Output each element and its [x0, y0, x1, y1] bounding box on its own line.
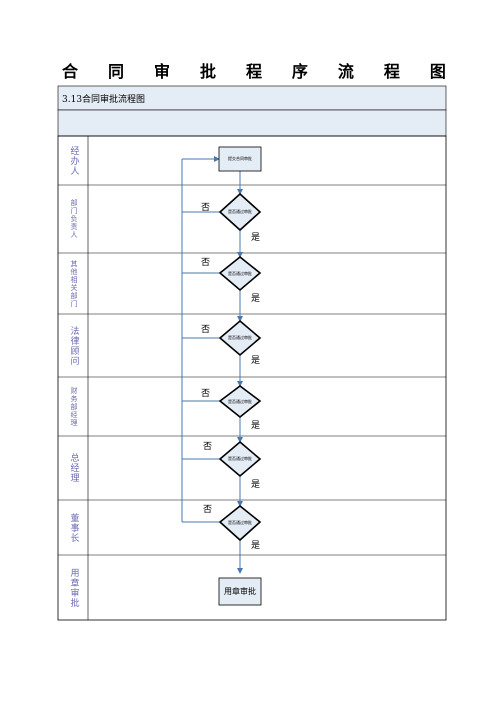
title-char: 序 [291, 62, 308, 81]
table-header [57, 85, 447, 111]
decision-label: 是否通过审批 [228, 520, 252, 525]
start-node-label: 提交合同审批 [228, 156, 252, 161]
table-subheader [57, 109, 447, 137]
lane-label: 法律顾问 [68, 325, 79, 366]
end-node [218, 577, 262, 606]
decision-node [218, 440, 262, 478]
no-label: 否 [203, 442, 213, 452]
lane-label: 总经理 [68, 453, 79, 483]
lane-label: 财务部经理 [70, 386, 78, 427]
title-char: 图 [429, 62, 446, 81]
yes-label: 是 [251, 356, 261, 366]
title-char: 程 [383, 62, 400, 81]
title-char: 流 [337, 62, 354, 81]
decision-node [218, 319, 262, 357]
decision-node [218, 192, 262, 232]
lane-label: 部门负责人 [70, 199, 78, 239]
title-char: 程 [245, 62, 262, 81]
no-label: 否 [201, 258, 211, 268]
yes-label: 是 [251, 233, 261, 243]
no-label: 否 [201, 325, 211, 335]
title-char: 审 [153, 62, 170, 81]
decision-label: 是否通过审批 [228, 398, 252, 404]
lane-label: 用章审批 [68, 567, 79, 608]
yes-label: 是 [251, 541, 261, 551]
decision-label: 是否通过审批 [228, 209, 252, 214]
title-char: 合 [62, 62, 79, 81]
decision-label: 是否通过审批 [228, 335, 252, 340]
decision-node [218, 504, 262, 542]
title-char: 批 [199, 62, 216, 81]
page-title: 合 同 审 批 程 序 流 程 图 [62, 58, 446, 81]
title-char: 同 [107, 62, 124, 81]
no-label: 否 [201, 203, 211, 213]
decision-label: 是否通过审批 [228, 456, 252, 461]
start-node [218, 146, 262, 172]
yes-label: 是 [251, 421, 261, 431]
lane-label: 董事长 [68, 512, 79, 543]
decision-node [218, 255, 262, 292]
table-subtitle: 3.13合同审批流程图 [62, 95, 146, 105]
yes-label: 是 [251, 294, 261, 304]
decision-label: 是否通过审批 [228, 270, 252, 276]
no-label: 否 [201, 389, 211, 399]
lane-label: 其他相关部门 [70, 259, 78, 308]
no-label: 否 [203, 505, 213, 515]
end-node-label: 用章审批 [224, 587, 256, 596]
yes-label: 是 [251, 480, 261, 490]
lane-label: 经办人 [68, 145, 79, 176]
lane-frame [57, 135, 447, 621]
decision-node [218, 385, 262, 419]
